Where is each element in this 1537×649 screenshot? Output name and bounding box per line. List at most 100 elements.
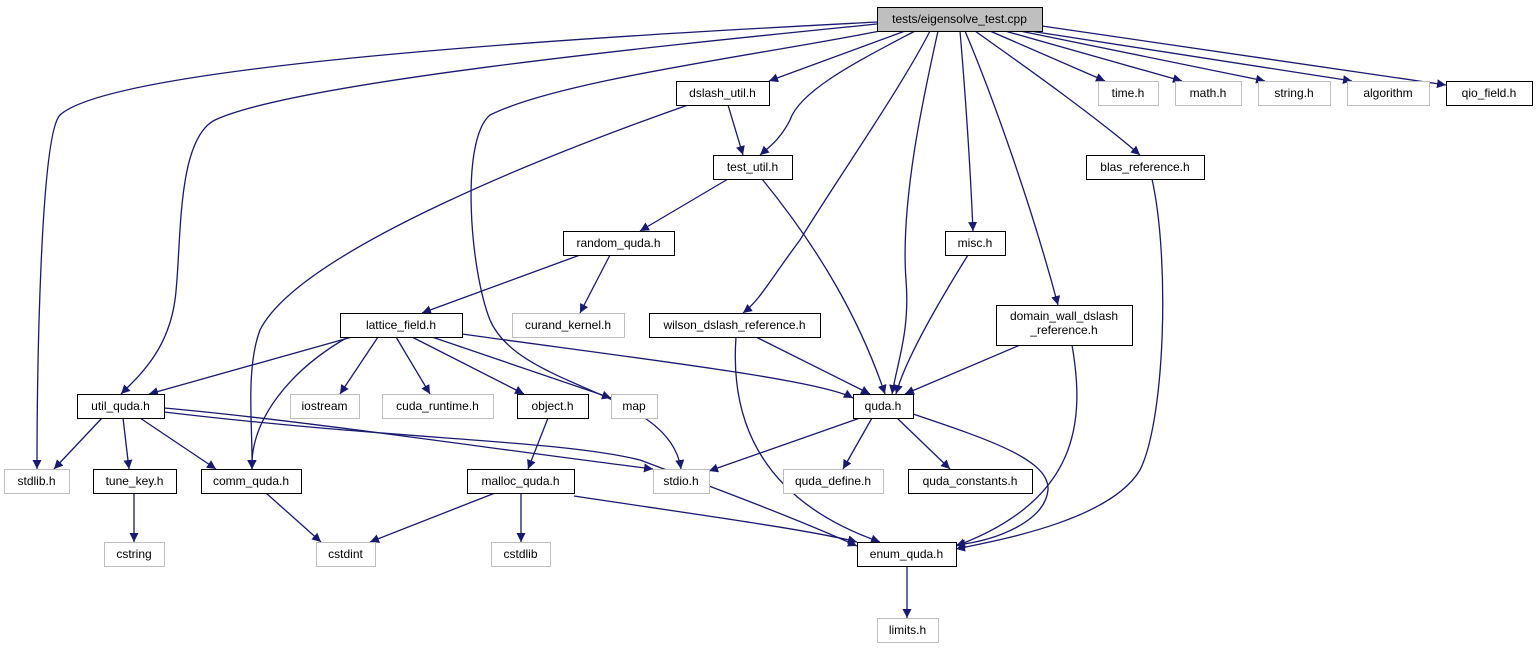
- edge-random-quda-to-curand-kernel: [579, 254, 611, 314]
- node-limits: limits.h: [877, 618, 939, 643]
- edge-path: [1019, 30, 1266, 84]
- edge-eigensolve-test-to-domain-wall-dslash-reference: [964, 30, 1061, 306]
- edge-path: [247, 104, 689, 470]
- edge-path: [120, 23, 878, 395]
- edge-path: [955, 178, 1164, 552]
- node-util-quda[interactable]: util_quda.h: [77, 394, 165, 419]
- edge-path: [761, 178, 887, 395]
- node-label: blas_reference.h: [1100, 160, 1189, 174]
- node-box: [611, 394, 658, 419]
- edge-path: [53, 417, 103, 470]
- node-box: [996, 305, 1133, 346]
- node-box: [945, 231, 1006, 256]
- node-qio-field[interactable]: qio_field.h: [1446, 81, 1533, 106]
- node-test-util[interactable]: test_util.h: [713, 155, 793, 180]
- node-comm-quda[interactable]: comm_quda.h: [201, 469, 302, 494]
- edge-dslash-util-to-test-util: [727, 104, 745, 156]
- node-blas-reference[interactable]: blas_reference.h: [1086, 155, 1205, 180]
- node-misc[interactable]: misc.h: [945, 231, 1006, 256]
- node-label: cuda_runtime.h: [396, 399, 479, 413]
- node-math: math.h: [1175, 81, 1242, 106]
- node-label: quda.h: [865, 399, 902, 413]
- edge-eigensolve-test-to-test-util: [759, 30, 916, 156]
- edge-path: [431, 336, 612, 400]
- node-label: algorithm: [1363, 86, 1412, 100]
- node-curand-kernel: curand_kernel.h: [512, 313, 625, 338]
- node-box: [316, 542, 376, 567]
- node-random-quda[interactable]: random_quda.h: [563, 231, 675, 256]
- node-box: [4, 469, 70, 494]
- node-label: random_quda.h: [576, 236, 660, 250]
- node-wilson-dslash-reference[interactable]: wilson_dslash_reference.h: [649, 313, 821, 338]
- edge-path: [139, 417, 217, 470]
- node-box: [1258, 81, 1331, 106]
- edge-test-util-to-random-quda: [639, 178, 729, 232]
- node-malloc-quda[interactable]: malloc_quda.h: [467, 469, 575, 494]
- node-label: quda_constants.h: [923, 474, 1018, 488]
- node-domain-wall-dslash-reference[interactable]: domain_wall_dslash_reference.h: [996, 305, 1133, 346]
- edge-path: [395, 336, 431, 395]
- node-cstring: cstring: [104, 542, 165, 567]
- edge-util-quda-to-enum-quda: [163, 411, 858, 547]
- edge-path: [955, 344, 1078, 548]
- edge-quda-to-quda-define: [842, 417, 873, 470]
- node-box: [201, 469, 302, 494]
- node-quda-constants[interactable]: quda_constants.h: [908, 469, 1033, 494]
- edge-malloc-quda-to-cstdint: [369, 492, 496, 543]
- nodes-layer: tests/eigensolve_test.cpp dslash_util.h ti…: [4, 7, 1533, 643]
- node-quda-define: quda_define.h: [783, 469, 884, 494]
- node-box: [877, 7, 1043, 32]
- node-box: [382, 394, 494, 419]
- edge-path: [148, 336, 353, 396]
- node-box: [908, 469, 1033, 494]
- edge-lattice-field-to-map: [431, 336, 612, 400]
- node-box: [1347, 81, 1430, 106]
- node-cstdlib: cstdlib: [491, 542, 551, 567]
- edge-eigensolve-test-to-quda: [889, 30, 939, 395]
- node-box: [1446, 81, 1533, 106]
- node-eigensolve-test[interactable]: tests/eigensolve_test.cpp: [877, 7, 1043, 32]
- edge-path: [727, 104, 745, 156]
- node-quda[interactable]: quda.h: [853, 394, 914, 419]
- edge-path: [461, 333, 854, 399]
- node-box: [563, 231, 675, 256]
- node-label: tests/eigensolve_test.cpp: [892, 12, 1027, 26]
- edge-path: [904, 344, 1021, 395]
- node-dslash-util[interactable]: dslash_util.h: [676, 81, 770, 106]
- node-label: time.h: [1112, 86, 1145, 100]
- edge-util-quda-to-tune-key: [122, 417, 133, 470]
- edge-lattice-field-to-comm-quda: [247, 336, 349, 470]
- edge-eigensolve-test-to-dslash-util: [768, 30, 906, 83]
- edge-path: [369, 492, 496, 543]
- edge-path: [708, 417, 861, 473]
- node-label: domain_wall_dslash: [1010, 309, 1118, 323]
- edge-eigensolve-test-to-wilson-dslash-reference: [742, 30, 931, 314]
- node-label: map: [622, 399, 646, 413]
- node-label: math.h: [1190, 86, 1227, 100]
- node-enum-quda[interactable]: enum_quda.h: [857, 542, 957, 567]
- node-object[interactable]: object.h: [517, 394, 589, 419]
- node-label: enum_quda.h: [870, 547, 943, 561]
- node-tune-key[interactable]: tune_key.h: [93, 469, 177, 494]
- edge-path: [734, 336, 881, 544]
- node-box: [77, 394, 165, 419]
- edge-comm-quda-to-cstdint: [265, 492, 322, 543]
- node-label: qio_field.h: [1462, 86, 1517, 100]
- node-label: limits.h: [889, 623, 926, 637]
- node-label: stdlib.h: [17, 474, 55, 488]
- node-box: [517, 394, 589, 419]
- edge-eigensolve-test-to-string: [1019, 30, 1266, 84]
- node-box: [104, 542, 165, 567]
- node-box: [93, 469, 177, 494]
- node-lattice-field[interactable]: lattice_field.h: [340, 313, 463, 338]
- edge-object-to-malloc-quda: [527, 417, 549, 470]
- edge-path: [842, 417, 873, 470]
- edge-lattice-field-to-cuda-runtime: [395, 336, 431, 395]
- node-time: time.h: [1098, 81, 1159, 106]
- edge-eigensolve-test-to-qio-field: [1041, 25, 1447, 89]
- edge-path: [32, 21, 878, 470]
- edge-domain-wall-dslash-reference-to-enum-quda: [955, 344, 1078, 548]
- node-label: comm_quda.h: [213, 474, 289, 488]
- node-label: iostream: [301, 399, 347, 413]
